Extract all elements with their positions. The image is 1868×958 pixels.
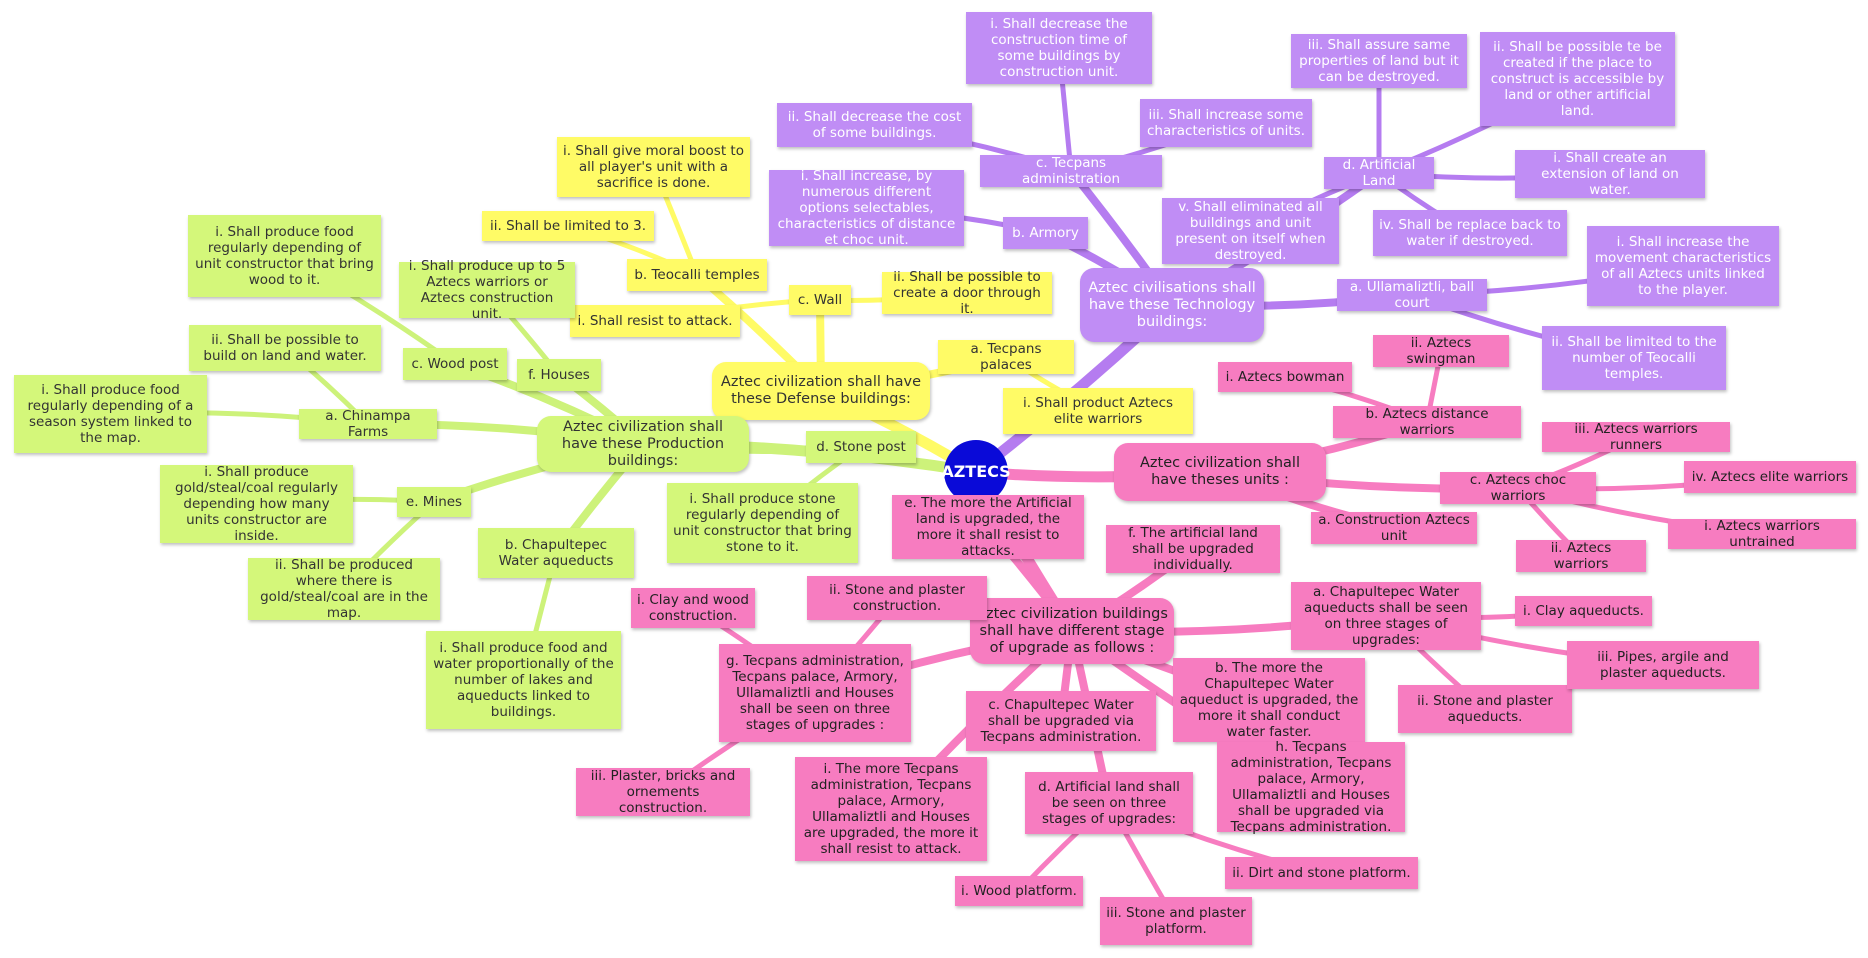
tech-ball-court-detail-2[interactable]: ii. Shall be limited to the number of Te… bbox=[1542, 326, 1726, 390]
defense-tecpans-palaces[interactable]: a. Tecpans palaces bbox=[938, 340, 1074, 374]
upgrade-aqueduct-faster[interactable]: b. The more the Chapultepec Water aquedu… bbox=[1173, 658, 1365, 742]
production-wood-detail-1[interactable]: i. Shall produce food regularly dependin… bbox=[188, 215, 381, 297]
units-choc-warriors[interactable]: c. Aztecs choc warriors bbox=[1440, 472, 1596, 504]
upgrade-buildings-via-admin[interactable]: h. Tecpans administration, Tecpans palac… bbox=[1217, 739, 1405, 835]
branch-production-buildings[interactable]: Aztec civilization shall have these Prod… bbox=[537, 416, 749, 472]
upgrade-stone-plaster-construction[interactable]: ii. Stone and plaster construction. bbox=[807, 576, 987, 620]
defense-palaces-detail-1[interactable]: i. Shall product Aztecs elite warriors bbox=[1003, 388, 1193, 434]
upgrade-wood-platform[interactable]: i. Wood platform. bbox=[955, 876, 1083, 906]
units-distance-warriors[interactable]: b. Aztecs distance warriors bbox=[1333, 406, 1521, 438]
production-mines-detail-1[interactable]: i. Shall produce gold/steal/coal regular… bbox=[160, 464, 353, 544]
units-warriors-untrained[interactable]: i. Aztecs warriors untrained bbox=[1668, 518, 1856, 550]
tech-land-detail-5[interactable]: v. Shall eliminated all buildings and un… bbox=[1162, 198, 1339, 264]
tech-land-detail-1[interactable]: i. Shall create an extension of land on … bbox=[1515, 150, 1705, 198]
tech-land-detail-4[interactable]: iv. Shall be replace back to water if de… bbox=[1373, 210, 1567, 256]
units-elite-warriors[interactable]: iv. Aztecs elite warriors bbox=[1684, 461, 1856, 493]
root-node-aztecs[interactable]: AZTECS bbox=[941, 440, 1011, 504]
branch-technology-buildings[interactable]: Aztec civilisations shall have these Tec… bbox=[1080, 268, 1264, 342]
upgrade-water-via-admin[interactable]: c. Chapultepec Water shall be upgraded v… bbox=[966, 691, 1156, 751]
upgrade-buildings-stages[interactable]: g. Tecpans administration, Tecpans palac… bbox=[719, 644, 911, 742]
production-houses[interactable]: f. Houses bbox=[517, 359, 601, 391]
tech-admin-detail-3[interactable]: iii. Shall increase some characteristics… bbox=[1140, 99, 1312, 147]
production-houses-detail-1[interactable]: i. Shall produce up to 5 Aztecs warriors… bbox=[399, 258, 575, 322]
tech-armory-detail-1[interactable]: i. Shall increase, by numerous different… bbox=[769, 168, 964, 248]
upgrade-land-individually[interactable]: f. The artificial land shall be upgraded… bbox=[1106, 525, 1280, 573]
defense-wall-detail-1[interactable]: i. Shall resist to attack. bbox=[570, 305, 740, 337]
tech-tecpans-administration[interactable]: c. Tecpans administration bbox=[980, 155, 1162, 187]
production-chinampa-detail-2[interactable]: ii. Shall be possible to build on land a… bbox=[189, 325, 381, 371]
upgrade-buildings-resist[interactable]: i. The more Tecpans administration, Tecp… bbox=[795, 757, 987, 861]
upgrade-pipes-aqueducts[interactable]: iii. Pipes, argile and plaster aqueducts… bbox=[1567, 641, 1759, 689]
production-mines[interactable]: e. Mines bbox=[397, 487, 471, 517]
defense-teocalli-detail-2[interactable]: ii. Shall be limited to 3. bbox=[482, 211, 654, 241]
upgrade-aqueducts-stages[interactable]: a. Chapultepec Water aqueducts shall be … bbox=[1291, 582, 1481, 650]
production-stone-post[interactable]: d. Stone post bbox=[806, 431, 916, 463]
production-chinampa-detail-1[interactable]: i. Shall produce food regularly dependin… bbox=[14, 375, 207, 453]
defense-wall-detail-2[interactable]: ii. Shall be possible to create a door t… bbox=[882, 269, 1052, 317]
units-swingman[interactable]: ii. Aztecs swingman bbox=[1373, 335, 1509, 367]
units-warriors[interactable]: ii. Aztecs warriors bbox=[1516, 540, 1646, 572]
branch-defense-buildings[interactable]: Aztec civilization shall have these Defe… bbox=[712, 362, 930, 420]
tech-armory[interactable]: b. Armory bbox=[1003, 217, 1088, 249]
tech-land-detail-3[interactable]: iii. Shall assure same properties of lan… bbox=[1291, 34, 1467, 88]
upgrade-stone-plaster-aqueducts[interactable]: ii. Stone and plaster aqueducts. bbox=[1398, 685, 1572, 733]
upgrade-clay-aqueducts[interactable]: i. Clay aqueducts. bbox=[1515, 596, 1652, 626]
tech-ball-court-detail-1[interactable]: i. Shall increase the movement character… bbox=[1587, 226, 1779, 306]
production-aqueducts-detail-1[interactable]: i. Shall produce food and water proporti… bbox=[426, 631, 621, 729]
production-water-aqueducts[interactable]: b. Chapultepec Water aqueducts bbox=[478, 528, 634, 578]
upgrade-clay-wood-construction[interactable]: i. Clay and wood construction. bbox=[631, 588, 755, 628]
production-wood-post[interactable]: c. Wood post bbox=[403, 348, 507, 380]
branch-units[interactable]: Aztec civilization shall have theses uni… bbox=[1114, 443, 1326, 501]
tech-ball-court[interactable]: a. Ullamaliztli, ball court bbox=[1337, 279, 1487, 311]
tech-admin-detail-2[interactable]: ii. Shall decrease the cost of some buil… bbox=[777, 103, 972, 147]
upgrade-dirt-stone-platform[interactable]: ii. Dirt and stone platform. bbox=[1225, 857, 1418, 889]
production-stone-detail-1[interactable]: i. Shall produce stone regularly dependi… bbox=[667, 483, 858, 563]
upgrade-plaster-bricks-construction[interactable]: iii. Plaster, bricks and ornements const… bbox=[576, 768, 750, 816]
branch-upgrade-stages[interactable]: Aztec civilization buildings shall have … bbox=[970, 598, 1174, 664]
production-chinampa-farms[interactable]: a. Chinampa Farms bbox=[299, 408, 437, 440]
upgrade-land-resist[interactable]: e. The more the Artificial land is upgra… bbox=[892, 495, 1084, 559]
units-bowman[interactable]: i. Aztecs bowman bbox=[1218, 362, 1352, 392]
defense-teocalli-detail-1[interactable]: i. Shall give moral boost to all player'… bbox=[557, 137, 750, 197]
production-mines-detail-2[interactable]: ii. Shall be produced where there is gol… bbox=[248, 557, 440, 621]
units-warriors-runners[interactable]: iii. Aztecs warriors runners bbox=[1542, 421, 1730, 453]
upgrade-stone-plaster-platform[interactable]: iii. Stone and plaster platform. bbox=[1100, 897, 1252, 945]
tech-land-detail-2[interactable]: ii. Shall be possible te be created if t… bbox=[1480, 32, 1675, 126]
upgrade-land-stages[interactable]: d. Artificial land shall be seen on thre… bbox=[1025, 772, 1193, 834]
units-construction[interactable]: a. Construction Aztecs unit bbox=[1311, 512, 1477, 544]
tech-artificial-land[interactable]: d. Artificial Land bbox=[1324, 157, 1434, 189]
defense-wall[interactable]: c. Wall bbox=[789, 285, 851, 315]
defense-teocalli-temples[interactable]: b. Teocalli temples bbox=[627, 259, 767, 291]
tech-admin-detail-1[interactable]: i. Shall decrease the construction time … bbox=[966, 12, 1152, 84]
